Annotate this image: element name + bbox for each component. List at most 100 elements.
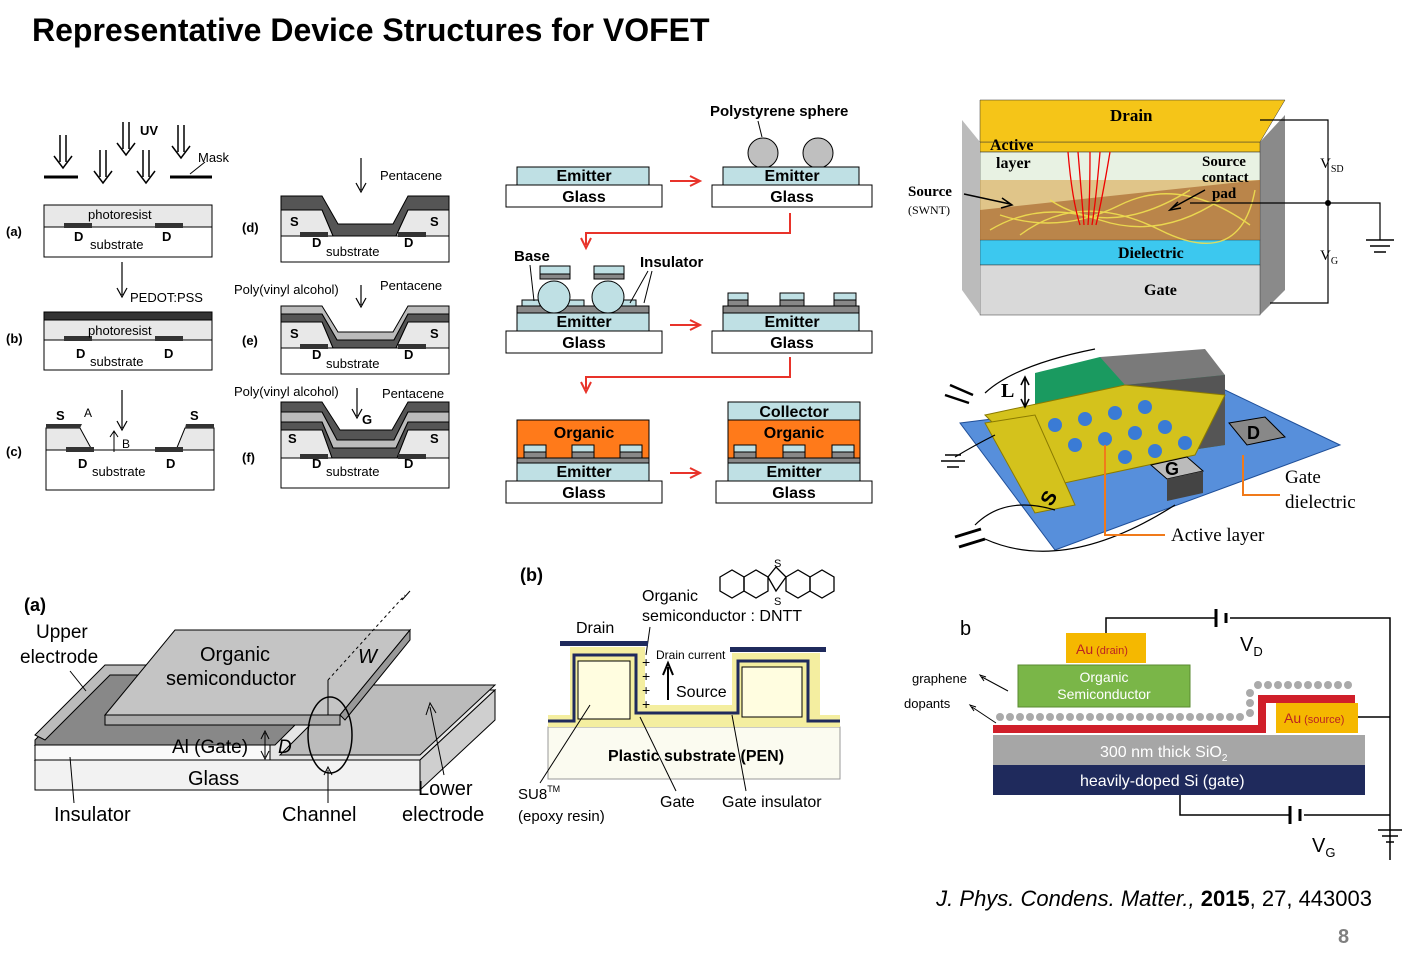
source-pad-label-3: pad xyxy=(1212,186,1237,202)
sphere-label: Polystyrene sphere xyxy=(710,103,848,120)
d-label-e2: D xyxy=(404,347,413,362)
step-b-label: (b) xyxy=(6,331,23,346)
step-d-label: (d) xyxy=(242,220,259,235)
d-label-b1: D xyxy=(76,346,85,361)
svg-text:+: + xyxy=(642,654,650,670)
emitter-label-4: Emitter xyxy=(764,314,819,331)
vg-label: VG xyxy=(1320,248,1338,267)
swnt-vofet-diagram: Drain Active layer Source contact pad So… xyxy=(908,99,1394,316)
s-label-f2: S xyxy=(430,431,439,446)
svg-text:+: + xyxy=(642,696,650,712)
pentacene-label-d: Pentacene xyxy=(380,168,442,183)
organic-label-1: Organic xyxy=(554,425,615,442)
d-label-f1: D xyxy=(312,456,321,471)
panel-e-label: (a) xyxy=(24,595,46,615)
s-label-d2: S xyxy=(430,214,439,229)
citation: J. Phys. Condens. Matter., 2015, 27, 443… xyxy=(936,886,1372,912)
emitter-label-5: Emitter xyxy=(556,464,611,481)
s-label-c2: S xyxy=(190,408,199,423)
d-label-b2: D xyxy=(164,346,173,361)
vsd-label: VSD xyxy=(1320,156,1344,175)
d-label-f2: D xyxy=(404,456,413,471)
uv-label: UV xyxy=(140,123,158,138)
organic-label-1: Organic xyxy=(1079,669,1128,685)
step-a-label: (a) xyxy=(6,224,22,239)
gate-label: Gate xyxy=(1144,282,1177,299)
pedot-label: PEDOT:PSS xyxy=(130,290,203,305)
g-label-f: G xyxy=(362,412,372,427)
drain-current-label: Drain current xyxy=(656,648,726,662)
active-layer-label-2: layer xyxy=(996,155,1031,172)
photolithography-process-diagram: UV Mask (a) photoresist D substrate D PE… xyxy=(6,122,450,491)
d-label-d1: D xyxy=(312,235,321,250)
organic-label-2: Semiconductor xyxy=(1057,686,1151,702)
substrate-label-d: substrate xyxy=(326,244,379,259)
insulator-label: Insulator xyxy=(640,254,704,271)
channel-label: Channel xyxy=(282,804,357,826)
sulfur-atom-2: S xyxy=(774,596,781,608)
gate-dielectric-label-2: dielectric xyxy=(1285,492,1356,513)
pentacene-label-e: Pentacene xyxy=(380,278,442,293)
au-source-label: Au(source) xyxy=(1284,710,1344,726)
insulator-label: Insulator xyxy=(54,804,131,826)
graphene-vofet-diagram: b 300 nm thick SiO2 heavily-doped Si (ga… xyxy=(904,609,1402,860)
substrate-label-a: substrate xyxy=(90,237,143,252)
emitter-label-2: Emitter xyxy=(764,168,819,185)
plastic-substrate-label: Plastic substrate (PEN) xyxy=(608,748,784,765)
drain-d-label: D xyxy=(1247,423,1260,443)
gate-dielectric-label-1: Gate xyxy=(1285,467,1321,488)
glass-label-2: Glass xyxy=(770,189,814,206)
stack-row3-right: Collector Organic Emitter Glass xyxy=(715,401,873,504)
su8-label-2: (epoxy resin) xyxy=(518,808,605,825)
gate-label: Al (Gate) xyxy=(172,737,248,758)
dntt-molecule-icon xyxy=(719,566,835,599)
panel-g-label: b xyxy=(960,618,971,640)
svg-text:+: + xyxy=(642,668,650,684)
organic-semiconductor-label-2: semiconductor xyxy=(166,668,296,690)
stack-row2-left: Base Insulator Emitter Glass xyxy=(505,248,704,354)
lower-electrode-label-1: Lower xyxy=(418,778,473,800)
d-dim-label: D xyxy=(278,737,292,758)
perforated-source-vofet-diagram: S G D L Gate dielectric Active layer xyxy=(941,348,1356,552)
s-label-d1: S xyxy=(290,214,299,229)
b-label-c: B xyxy=(122,437,130,451)
sulfur-atom-1: S xyxy=(774,558,781,570)
su8-label-1: SU8TM xyxy=(518,784,560,803)
photoresist-label-a: photoresist xyxy=(88,207,152,222)
organic-semiconductor-label-1: Organic xyxy=(200,644,270,666)
vg-label: VG xyxy=(1312,835,1335,860)
s-label-e2: S xyxy=(430,326,439,341)
substrate-label-f: substrate xyxy=(326,464,379,479)
d-label-e1: D xyxy=(312,347,321,362)
sphere-lithography-diagram: Emitter Glass Emitter Glass Polystyrene … xyxy=(505,103,873,504)
drain-label: Drain xyxy=(1110,106,1153,125)
citation-volume: , 27, 443003 xyxy=(1249,886,1372,911)
gate-label: Gate xyxy=(660,794,695,811)
s-label-f1: S xyxy=(288,431,297,446)
organic-label-2: Organic xyxy=(764,425,825,442)
base-label: Base xyxy=(514,248,550,265)
emitter-label-1: Emitter xyxy=(556,168,611,185)
substrate-label-e: substrate xyxy=(326,356,379,371)
citation-journal: J. Phys. Condens. Matter., xyxy=(936,886,1195,911)
source-label-2: (SWNT) xyxy=(908,203,950,217)
active-layer-label-1: Active xyxy=(990,137,1034,154)
collector-label: Collector xyxy=(759,404,828,421)
su8-vertical-device-diagram: (b) S S Organic semiconductor : DNTT Dra… xyxy=(518,558,841,825)
a-label-c: A xyxy=(84,406,92,420)
upper-electrode-label-1: Upper xyxy=(36,622,88,643)
graphene-label: graphene xyxy=(912,671,967,686)
glass-label-1: Glass xyxy=(562,189,606,206)
stack-row2-right: Emitter Glass xyxy=(711,292,873,354)
dopants-label: dopants xyxy=(904,696,951,711)
glass-label: Glass xyxy=(188,768,239,790)
pva-label-e: Poly(vinyl alcohol) xyxy=(234,282,339,297)
glass-label-3: Glass xyxy=(562,335,606,352)
organic-semiconductor-label-2: semiconductor : DNTT xyxy=(642,608,802,625)
emitter-label-3: Emitter xyxy=(556,314,611,331)
substrate-label-c: substrate xyxy=(92,464,145,479)
glass-label-6: Glass xyxy=(772,485,816,502)
source-pad-label-2: contact xyxy=(1202,170,1249,186)
lower-electrode-label-2: electrode xyxy=(402,804,484,826)
s-label-c1: S xyxy=(56,408,65,423)
